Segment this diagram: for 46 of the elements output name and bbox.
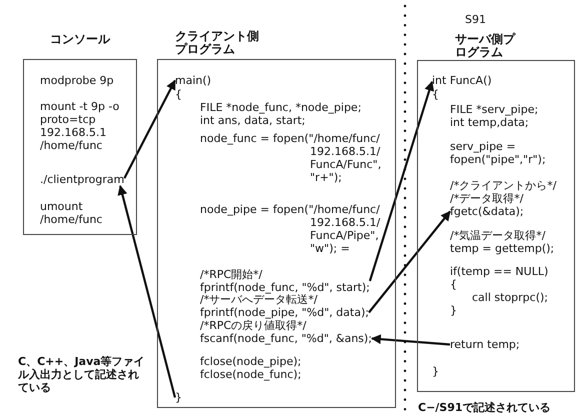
code-line: } [450, 304, 457, 317]
code-line: fscanf(node_func, "%d", &ans); [200, 332, 372, 345]
code-line: /*気温データ取得*/ [450, 229, 546, 242]
code-line: fgetc(&data); [450, 205, 524, 218]
code-line: /*RPCの戻り値取得*/ [200, 319, 306, 332]
code-line: { [175, 88, 182, 101]
code-line: fprintf(node_func, "%d", start); [200, 281, 370, 294]
code-line: /*RPC開始*/ [200, 268, 262, 281]
code-line: node_func = fopen("/home/func/ 192.168.5.1/ FuncA/Func", "r+"); [200, 132, 392, 184]
code-line: if(temp == NULL) [450, 265, 548, 278]
code-line: umount /home/func [40, 200, 120, 226]
code-line: { [450, 278, 457, 291]
code-line: mount -t 9p -o proto=tcp 192.168.5.1 /home/func [40, 100, 132, 152]
arrow [118, 185, 176, 398]
system-label: S91 [465, 13, 486, 26]
code-line: int temp,data; [450, 116, 529, 129]
arrow [123, 80, 176, 179]
code-line: modprobe 9p [40, 74, 114, 87]
code-line: /*データ取得*/ [450, 192, 524, 205]
arrow [368, 80, 434, 282]
caption-text: C−/S91で記述されている [418, 401, 551, 414]
code-line: main() [175, 74, 212, 87]
code-line: fprintf(node_pipe, "%d", data); [200, 306, 369, 319]
code-line: node_pipe = fopen("/home/func/ 192.168.5.1/ FuncA/Pipe", "w"); = [200, 203, 392, 255]
code-line: } [175, 391, 182, 404]
note-text: C、C++、Java等ファイル入出力として記述されている [18, 355, 146, 394]
panel-heading: コンソール [50, 33, 112, 46]
code-line: int ans, data, start; [200, 114, 306, 127]
panel-heading: サーバ側プログラム [455, 33, 516, 59]
code-line: temp = gettemp(); [450, 242, 554, 255]
code-line: FILE *node_func, *node_pipe; [200, 101, 362, 114]
code-line: return temp; [450, 338, 520, 351]
code-line: call stoprpc(); [472, 291, 548, 304]
code-line: /*サーバへデータ転送*/ [200, 293, 318, 306]
code-line: serv_pipe = fopen("pipe","r"); [450, 140, 568, 166]
code-line: fclose(node_func); [200, 368, 302, 381]
code-line: fclose(node_pipe); [200, 355, 302, 368]
code-line: FILE *serv_pipe; [450, 103, 538, 116]
arrow [370, 334, 450, 346]
arrow [368, 210, 451, 314]
code-line: int FuncA() [432, 74, 492, 87]
code-line: ./clientprogram [40, 173, 124, 186]
panel-heading: クライアント側プログラム [175, 30, 260, 56]
code-line: /*クライアントから*/ [450, 179, 556, 192]
code-line: } [432, 365, 439, 378]
code-line: { [432, 88, 439, 101]
